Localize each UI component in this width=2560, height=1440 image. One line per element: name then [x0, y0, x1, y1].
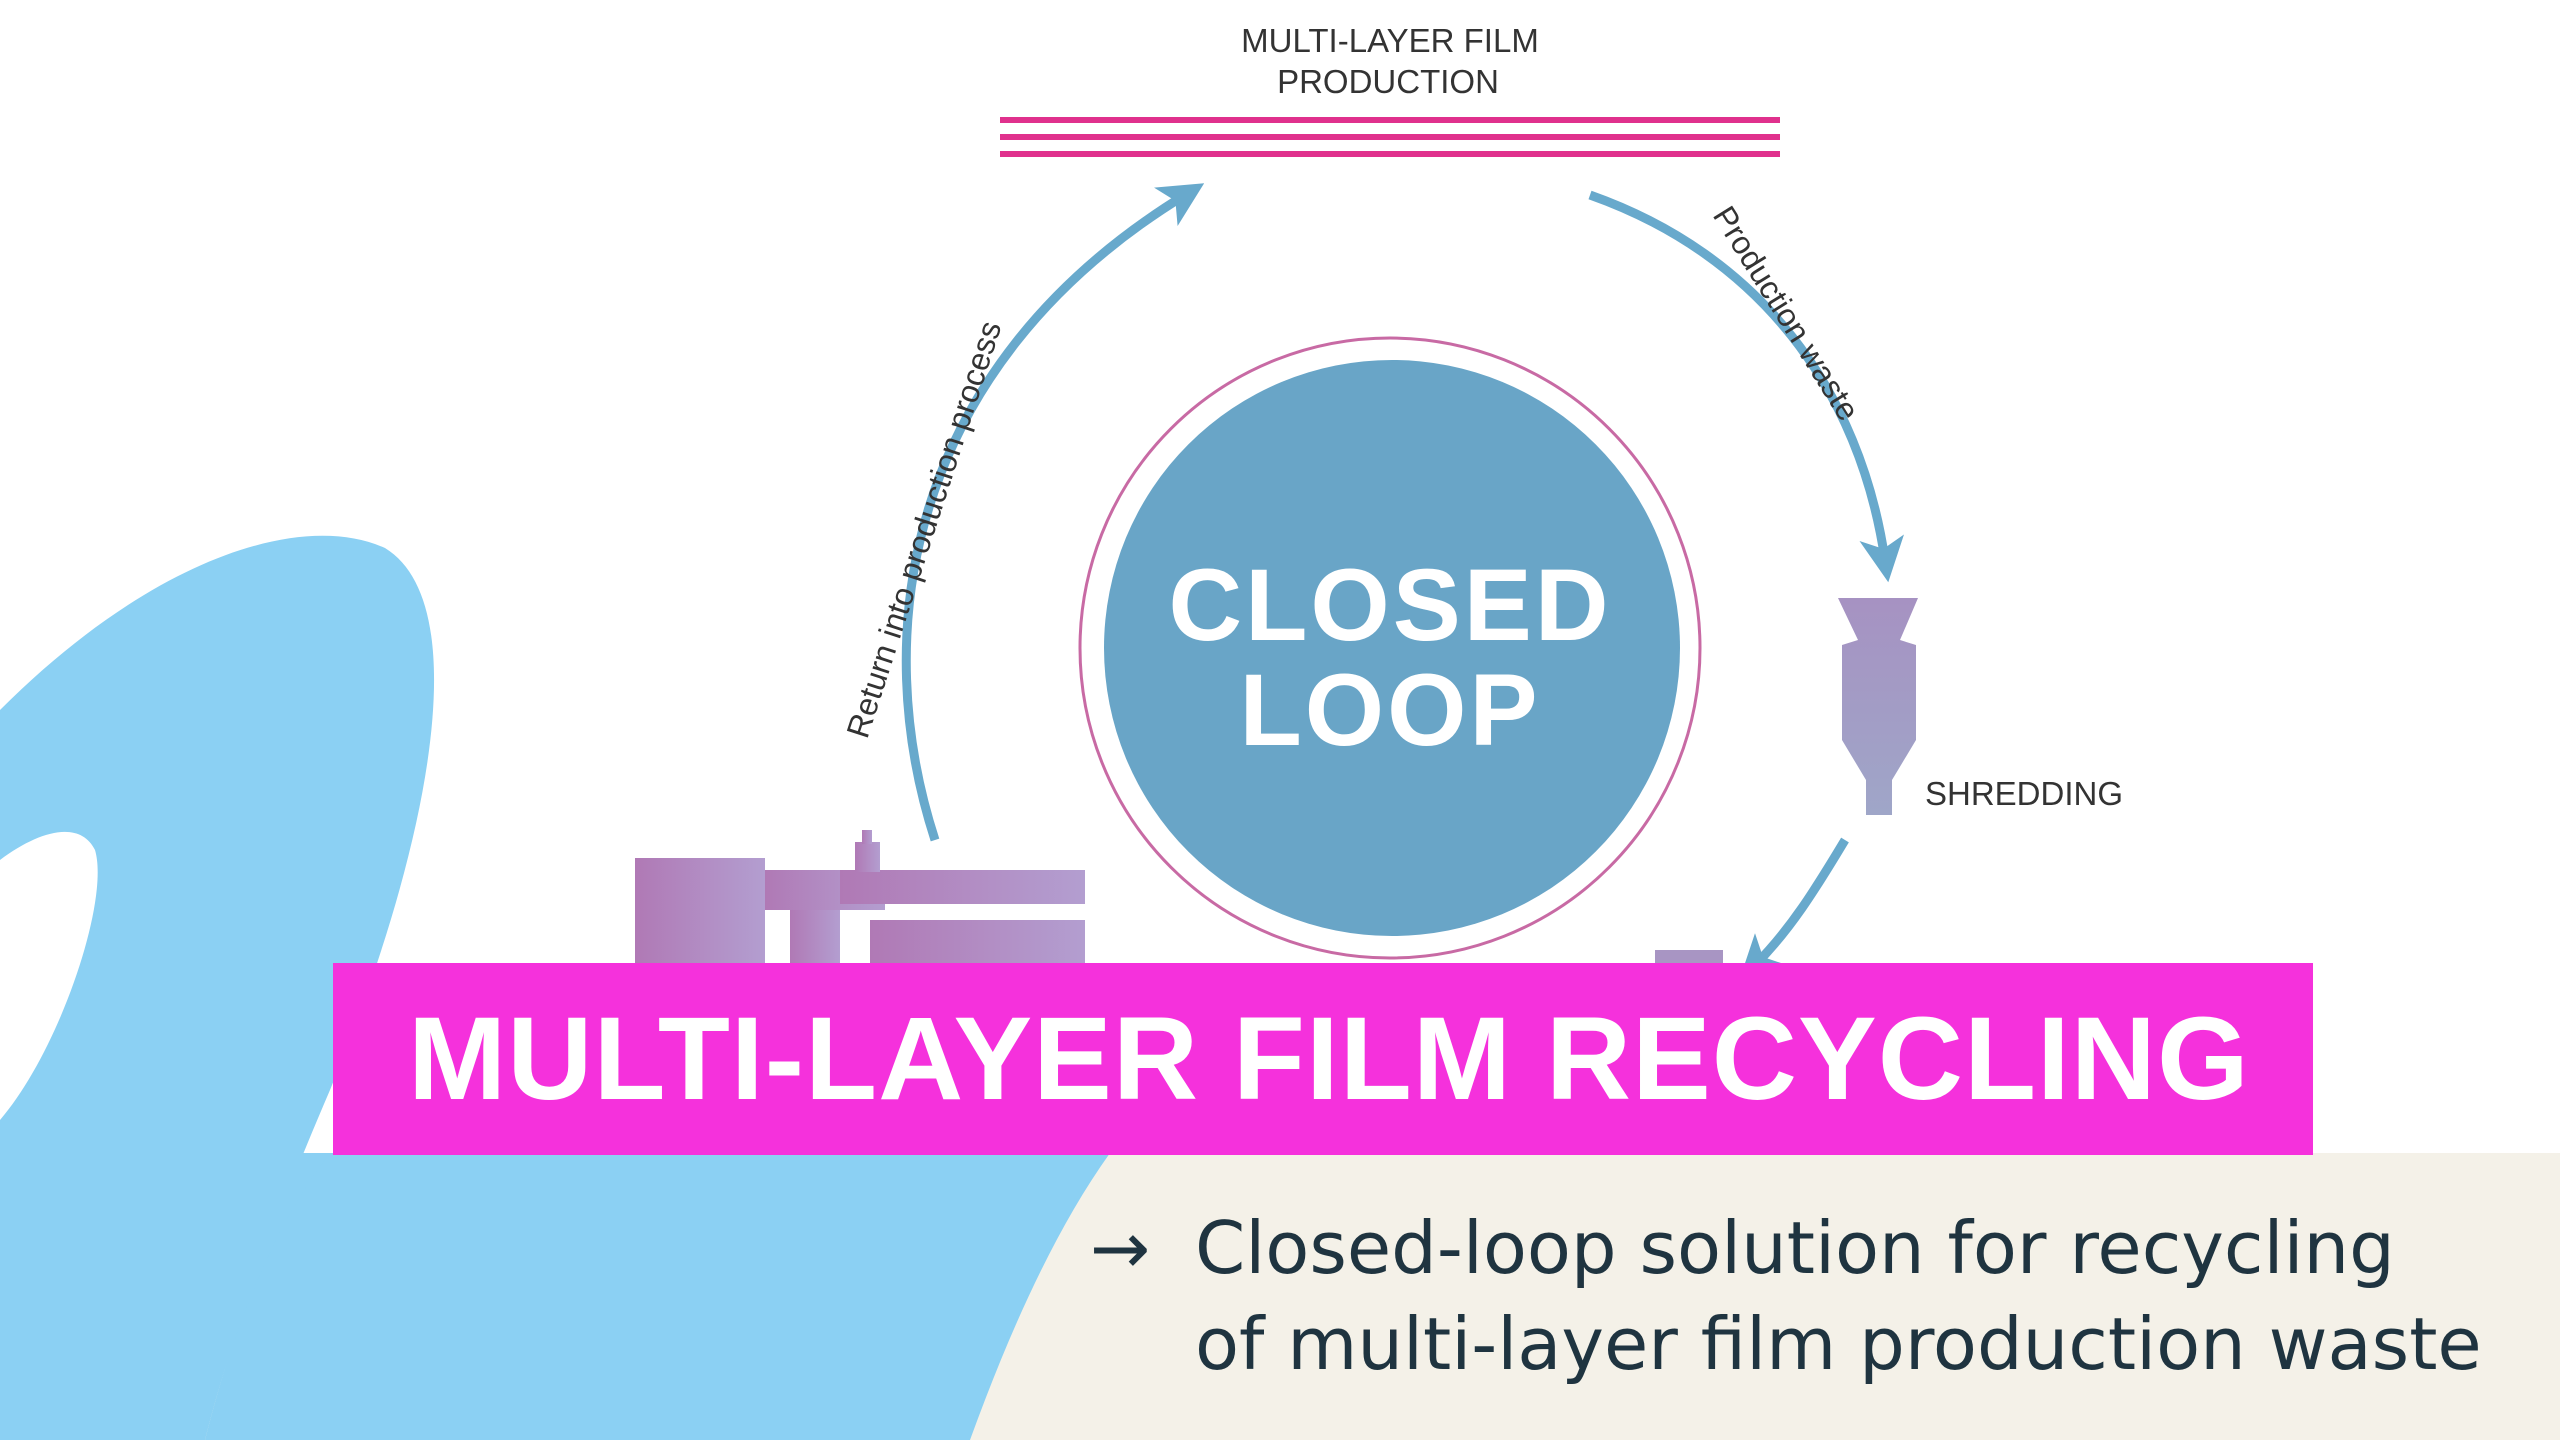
production-waste-label: Production waste [1706, 200, 1867, 427]
arrow-right-icon: → [1090, 1206, 1151, 1290]
subtitle-line1: Closed-loop solution for recycling [1195, 1206, 2395, 1290]
shredding-out-arrow [1739, 837, 1849, 981]
return-label: Return into production process [839, 317, 1008, 743]
title-banner: MULTI-LAYER FILM RECYCLING [333, 963, 2313, 1155]
extruder-machine-icon [635, 830, 1085, 963]
blue-swoosh-left [0, 1153, 330, 1440]
banner-title: MULTI-LAYER FILM RECYCLING [408, 993, 2250, 1125]
subtitle-line2: of multi-layer film production waste [1195, 1302, 2482, 1386]
film-production-label-2: PRODUCTION [1277, 63, 1499, 100]
shredding-label: SHREDDING [1925, 775, 2123, 812]
production-waste-arrow [1588, 190, 1904, 583]
shredder-icon [1838, 598, 1918, 815]
multi-layer-film-icon [1000, 117, 1780, 157]
return-arrow [901, 183, 1205, 842]
closed-loop-line1: CLOSED [1168, 548, 1611, 662]
granulator-icon [1655, 950, 1723, 965]
closed-loop-outer-ring [1078, 336, 1702, 960]
subtitle: → Closed-loop solution for recycling of … [1090, 1200, 2540, 1392]
film-production-label: MULTI-LAYER FILM [1241, 22, 1539, 59]
closed-loop-line2: LOOP [1239, 653, 1540, 767]
blue-swoosh-shape [0, 535, 1110, 1440]
closed-loop-circle [1104, 360, 1680, 936]
